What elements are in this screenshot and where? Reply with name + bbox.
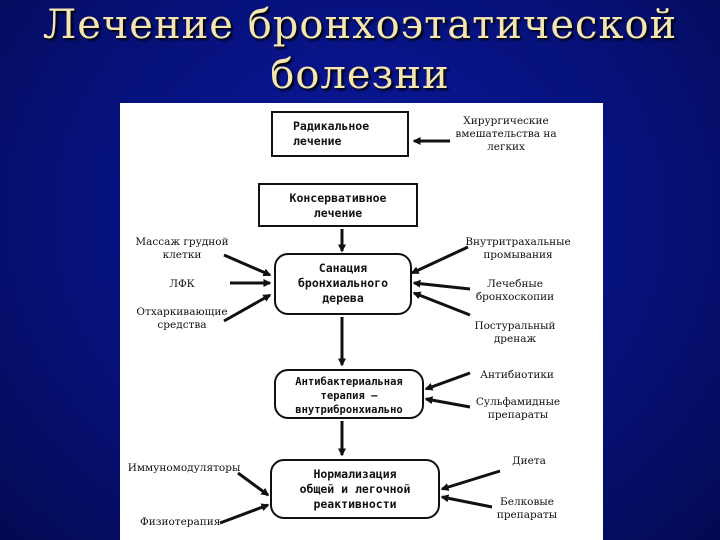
arrow-expectorants-to-sanation — [223, 293, 272, 323]
conservative-treatment-box: Консервативное лечение — [258, 183, 418, 227]
intratracheal-label: Внутритрахальные промывания — [465, 236, 571, 261]
arrow-physiotherapy-to-normalization — [219, 503, 270, 525]
postural-drainage-label: Постуральный дренаж — [474, 320, 556, 345]
chest-massage-label: Массаж грудной клетки — [135, 236, 229, 261]
arrow-bronchoscopy-to-sanation — [412, 279, 471, 291]
arrow-immunomodulators-to-normalization — [237, 471, 270, 497]
arrow-diet-to-normalization — [440, 469, 501, 491]
immunomodulators-label: Иммуномодуляторы — [127, 462, 241, 474]
physiotherapy-label: Физиотерапия — [140, 516, 221, 528]
diet-label: Диета — [512, 455, 546, 467]
arrows-layer — [219, 137, 501, 525]
slide-title-line-2: болезни — [270, 52, 450, 98]
arrow-postural-to-sanation — [412, 291, 471, 317]
sulfonamides-label: Сульфамидные препараты — [475, 396, 561, 421]
radical-treatment-box: Радикальное лечение — [271, 111, 409, 157]
arrow-massage-to-sanation — [223, 253, 272, 277]
surgery-label: Хирургические вмешательства на легких — [455, 115, 557, 153]
normalization-box: Нормализация общей и легочной реактивнос… — [270, 459, 440, 519]
antibiotics-label: Антибиотики — [480, 369, 554, 381]
expectorants-label: Отхаркивающие средства — [136, 306, 228, 331]
slide-title-line-1: Лечение бронхоэтатической — [42, 2, 678, 48]
arrow-protein-to-normalization — [440, 494, 493, 509]
antibacterial-therapy-box: Антибактериальная терапия – внутрибронхи… — [274, 369, 424, 419]
arrow-antibiotics-to-antibacterial — [424, 371, 471, 391]
arrow-sulfonamides-to-antibacterial — [424, 396, 471, 409]
diagram-panel: Радикальное лечение Консервативное лечен… — [120, 103, 603, 540]
arrow-intratracheal-to-sanation — [410, 245, 469, 275]
bronchoscopy-label: Лечебные бронхоскопии — [475, 278, 555, 303]
lfk-label: ЛФК — [169, 278, 195, 290]
sanation-box: Санация бронхиального дерева — [274, 253, 412, 315]
protein-preparations-label: Белковые препараты — [496, 496, 558, 521]
